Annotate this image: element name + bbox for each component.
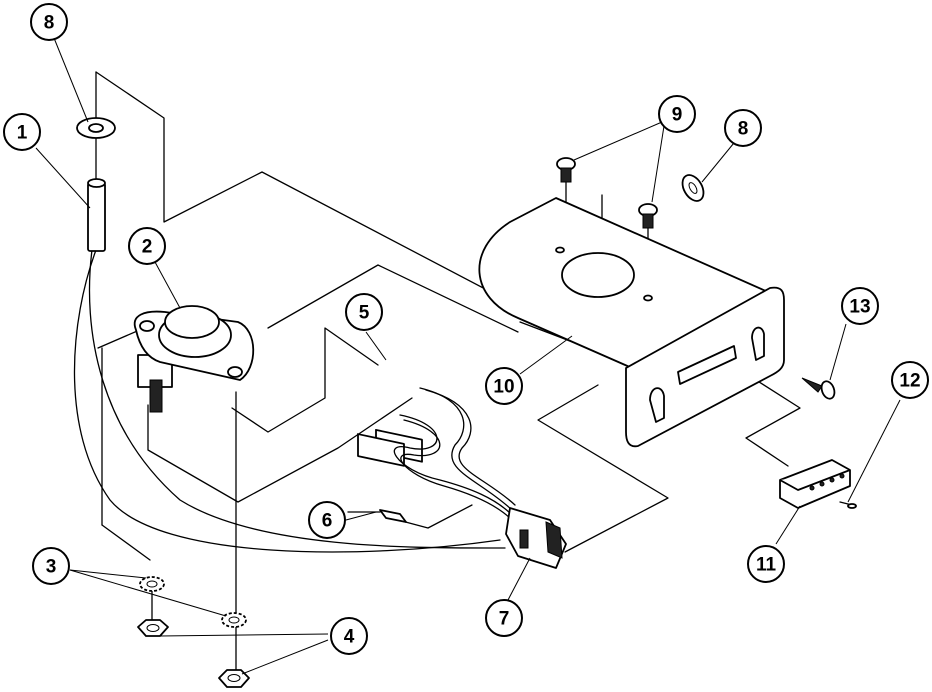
lock-washers-part-3 bbox=[139, 576, 247, 628]
callout-label: 10 bbox=[493, 377, 514, 398]
terminal-block-part-11 bbox=[779, 459, 851, 509]
callout-8-right: 8 bbox=[724, 109, 762, 147]
connector-part-7 bbox=[505, 507, 567, 569]
callout-9: 9 bbox=[658, 95, 696, 133]
pin-part-12 bbox=[839, 501, 857, 509]
callout-label: 9 bbox=[672, 105, 683, 126]
nuts-part-4 bbox=[137, 619, 250, 688]
leader-lines bbox=[35, 37, 901, 675]
callout-label: 8 bbox=[738, 119, 749, 140]
callout-12: 12 bbox=[891, 361, 929, 399]
callout-label: 3 bbox=[46, 557, 57, 578]
washer-part-8-right bbox=[681, 174, 705, 202]
callout-label: 4 bbox=[344, 627, 355, 648]
callout-8-left: 8 bbox=[30, 3, 68, 41]
callout-label: 2 bbox=[142, 237, 153, 258]
callout-2: 2 bbox=[128, 227, 166, 265]
callout-label: 11 bbox=[756, 555, 777, 576]
callout-1: 1 bbox=[3, 113, 41, 151]
terminals-part-5 bbox=[357, 429, 423, 467]
callout-label: 1 bbox=[17, 123, 28, 144]
screws-part-9 bbox=[556, 157, 658, 229]
callout-label: 8 bbox=[44, 13, 55, 34]
callout-3: 3 bbox=[32, 547, 70, 585]
callout-7: 7 bbox=[485, 599, 523, 637]
washer-part-8-left bbox=[76, 117, 116, 139]
callout-5: 5 bbox=[345, 293, 383, 331]
pin-terminal-part-6 bbox=[347, 509, 407, 523]
callout-label: 5 bbox=[359, 303, 370, 324]
callout-4: 4 bbox=[330, 617, 368, 655]
callout-label: 7 bbox=[499, 609, 510, 630]
callout-label: 13 bbox=[849, 297, 870, 318]
callout-label: 12 bbox=[899, 371, 920, 392]
callout-13: 13 bbox=[841, 287, 879, 325]
harness-wires bbox=[393, 387, 516, 521]
bracket-part-10 bbox=[478, 197, 785, 448]
thermostat-part-2 bbox=[133, 305, 255, 413]
screw-part-13 bbox=[801, 377, 836, 400]
pin-part-1 bbox=[87, 178, 106, 252]
callout-10: 10 bbox=[485, 367, 523, 405]
callout-6: 6 bbox=[308, 501, 346, 539]
callout-label: 6 bbox=[322, 511, 333, 532]
callout-11: 11 bbox=[747, 545, 785, 583]
